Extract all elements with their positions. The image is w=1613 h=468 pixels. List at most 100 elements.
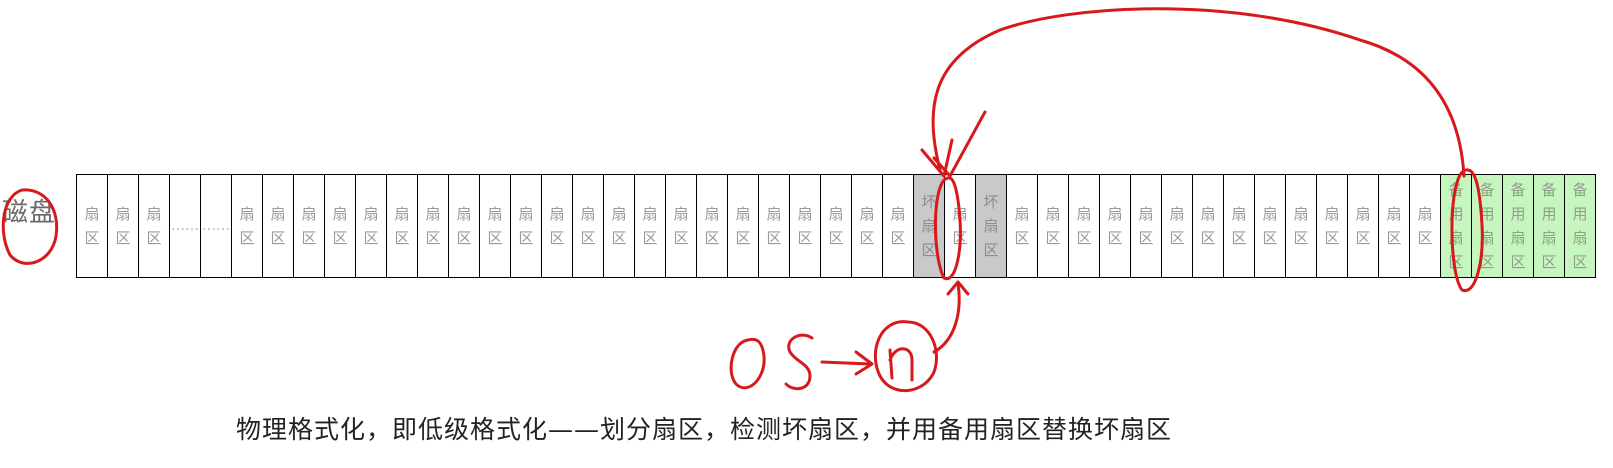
sector-label: 扇 区 xyxy=(1262,205,1278,247)
sector-cell: 扇 区 xyxy=(263,175,294,277)
sector-cell: 扇 区 xyxy=(945,175,976,277)
sector-strip: 扇 区扇 区扇 区…………扇 区扇 区扇 区扇 区扇 区扇 区扇 区扇 区扇 区… xyxy=(76,174,1596,278)
sector-cell: 扇 区 xyxy=(604,175,635,277)
sector-cell: 扇 区 xyxy=(821,175,852,277)
sector-cell: 扇 区 xyxy=(1224,175,1255,277)
sector-label: 扇 区 xyxy=(1324,205,1340,247)
sector-label: 扇 区 xyxy=(735,205,751,247)
sector-cell: 扇 区 xyxy=(1100,175,1131,277)
sector-label: 扇 区 xyxy=(797,205,813,247)
sector-cell: 扇 区 xyxy=(1162,175,1193,277)
sector-label: 扇 区 xyxy=(239,205,255,247)
sector-cell: 扇 区 xyxy=(883,175,914,277)
sector-cell: 扇 区 xyxy=(387,175,418,277)
sector-label: 扇 区 xyxy=(1169,205,1185,247)
sector-label: 备 用 扇 区 xyxy=(1541,181,1557,271)
sector-cell: 扇 区 xyxy=(449,175,480,277)
sector-label: 备 用 扇 区 xyxy=(1448,181,1464,271)
os-arrow xyxy=(820,360,872,366)
os-arrowhead xyxy=(854,350,874,376)
spare-sector-cell: 备 用 扇 区 xyxy=(1472,175,1503,277)
sector-cell: 扇 区 xyxy=(325,175,356,277)
spare-sector-cell: 备 用 扇 区 xyxy=(1503,175,1534,277)
sector-cell: 扇 区 xyxy=(418,175,449,277)
sector-cell: 扇 区 xyxy=(1038,175,1069,277)
sector-label: 扇 区 xyxy=(270,205,286,247)
sector-cell: 扇 区 xyxy=(852,175,883,277)
sector-cell: 扇 区 xyxy=(232,175,263,277)
sector-cell: 扇 区 xyxy=(1286,175,1317,277)
sector-label: 扇 区 xyxy=(859,205,875,247)
sector-cell: 扇 区 xyxy=(480,175,511,277)
sector-label: 扇 区 xyxy=(673,205,689,247)
sector-label: 扇 区 xyxy=(301,205,317,247)
n-pointer-arrowhead xyxy=(946,280,970,296)
sector-label: 扇 区 xyxy=(518,205,534,247)
sector-label: 扇 区 xyxy=(1293,205,1309,247)
sector-cell: 扇 区 xyxy=(759,175,790,277)
n-letter xyxy=(888,347,914,382)
sector-label: 坏 扇 区 xyxy=(921,193,937,259)
caption: 物理格式化，即低级格式化——划分扇区，检测坏扇区，并用备用扇区替换坏扇区 xyxy=(236,415,1173,444)
bad-sector-cell: 坏 扇 区 xyxy=(976,175,1007,277)
sector-cell: 扇 区 xyxy=(511,175,542,277)
os-S xyxy=(784,333,814,391)
spare-sector-cell: 备 用 扇 区 xyxy=(1565,175,1596,277)
sector-cell: 扇 区 xyxy=(1007,175,1038,277)
sector-label: 扇 区 xyxy=(890,205,906,247)
sector-label: 备 用 扇 区 xyxy=(1479,181,1495,271)
sector-cell: 扇 区 xyxy=(666,175,697,277)
sector-label: 扇 区 xyxy=(580,205,596,247)
sector-label: 扇 区 xyxy=(611,205,627,247)
spare-sector-cell: 备 用 扇 区 xyxy=(1441,175,1472,277)
sector-cell: 扇 区 xyxy=(139,175,170,277)
sector-label: 扇 区 xyxy=(1138,205,1154,247)
sector-label: 备 用 扇 区 xyxy=(1510,181,1526,271)
sector-label: 扇 区 xyxy=(1355,205,1371,247)
sector-cell: 扇 区 xyxy=(108,175,139,277)
sector-cell: 扇 区 xyxy=(1069,175,1100,277)
remap-arrowhead xyxy=(920,138,954,178)
sector-cell: 扇 区 xyxy=(542,175,573,277)
sector-cell: 扇 区 xyxy=(1317,175,1348,277)
sector-label: 扇 区 xyxy=(1045,205,1061,247)
sector-cell: 扇 区 xyxy=(1131,175,1162,277)
sector-label: 扇 区 xyxy=(828,205,844,247)
sector-label: 扇 区 xyxy=(549,205,565,247)
sector-label: 扇 区 xyxy=(425,205,441,247)
bad-sector-cell: 坏 扇 区 xyxy=(914,175,945,277)
sector-cell: 扇 区 xyxy=(635,175,666,277)
ellipsis-label: …… xyxy=(171,217,199,234)
ellipsis-cell: …… xyxy=(201,175,232,277)
sector-label: 扇 区 xyxy=(952,205,968,247)
spare-sector-cell: 备 用 扇 区 xyxy=(1534,175,1565,277)
sector-label: 备 用 扇 区 xyxy=(1572,181,1588,271)
sector-label: 扇 区 xyxy=(394,205,410,247)
sector-label: 扇 区 xyxy=(704,205,720,247)
sector-label: 扇 区 xyxy=(1076,205,1092,247)
ellipsis-label: …… xyxy=(202,217,230,234)
sector-cell: 扇 区 xyxy=(728,175,759,277)
sector-cell: 扇 区 xyxy=(697,175,728,277)
sector-label: 扇 区 xyxy=(1107,205,1123,247)
check-mark xyxy=(932,110,987,178)
n-pointer-curve xyxy=(932,282,961,354)
sector-label: 扇 区 xyxy=(1386,205,1402,247)
sector-cell: 扇 区 xyxy=(573,175,604,277)
sector-label: 扇 区 xyxy=(766,205,782,247)
sector-cell: 扇 区 xyxy=(77,175,108,277)
os-O xyxy=(729,337,766,390)
sector-label: 扇 区 xyxy=(115,205,131,247)
sector-cell: 扇 区 xyxy=(1193,175,1224,277)
sector-cell: 扇 区 xyxy=(356,175,387,277)
sector-cell: 扇 区 xyxy=(1379,175,1410,277)
n-circle xyxy=(873,320,938,392)
sector-label: 扇 区 xyxy=(1200,205,1216,247)
sector-label: 扇 区 xyxy=(363,205,379,247)
sector-cell: 扇 区 xyxy=(1255,175,1286,277)
sector-label: 扇 区 xyxy=(1014,205,1030,247)
sector-label: 扇 区 xyxy=(1417,205,1433,247)
sector-label: 扇 区 xyxy=(456,205,472,247)
sector-label: 扇 区 xyxy=(642,205,658,247)
